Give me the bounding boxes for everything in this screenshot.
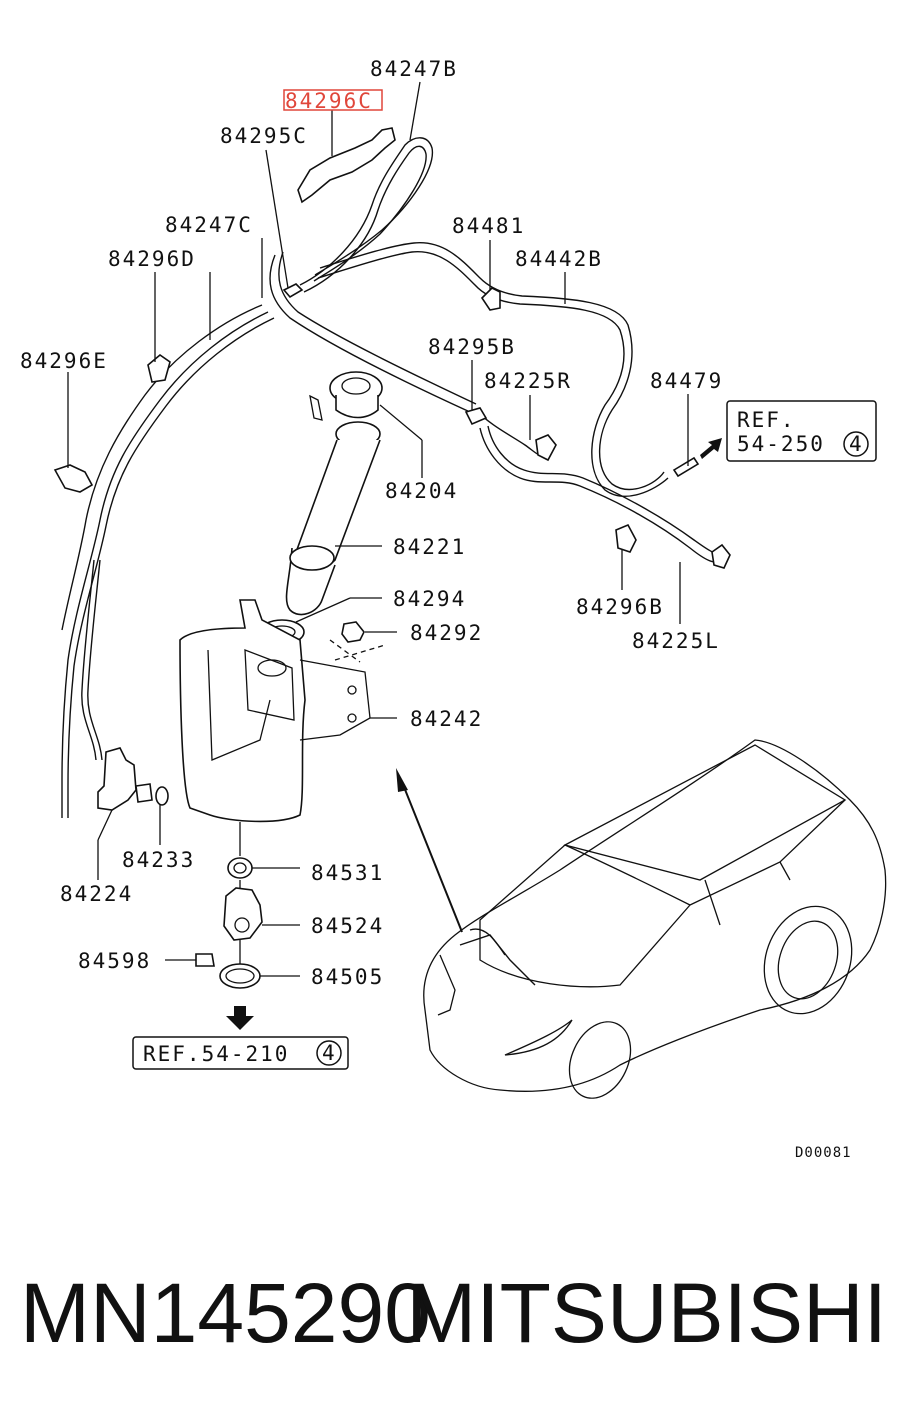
label-84294: 84294 <box>393 587 466 611</box>
ref-right-circle: 4 <box>849 432 862 456</box>
ref-right-line1: REF. <box>737 408 796 432</box>
ref-box-bottom: REF.54-210 4 <box>132 1036 349 1070</box>
clips <box>53 127 731 569</box>
label-84524: 84524 <box>311 914 384 938</box>
label-84531: 84531 <box>311 861 384 885</box>
diagram-code: D00081 <box>795 1145 852 1161</box>
label-84598: 84598 <box>78 949 151 973</box>
label-84296B: 84296B <box>576 595 664 619</box>
label-84225R: 84225R <box>484 369 572 393</box>
car-illustration <box>396 739 887 1099</box>
tank-assembly <box>97 371 383 1030</box>
ref-bottom-circle: 4 <box>322 1041 335 1065</box>
label-84296D: 84296D <box>108 247 196 271</box>
brand-name: MITSUBISHI <box>406 1266 887 1360</box>
ref-box-right: REF. 54-250 4 <box>726 400 877 462</box>
label-84247C: 84247C <box>165 213 253 237</box>
label-84505: 84505 <box>311 965 384 989</box>
leader-lines <box>67 81 689 977</box>
label-84481: 84481 <box>452 214 525 238</box>
label-84233: 84233 <box>122 848 195 872</box>
label-84204: 84204 <box>385 479 458 503</box>
label-84242: 84242 <box>410 707 483 731</box>
label-84442B: 84442B <box>515 247 603 271</box>
label-84296C: 84296C <box>285 89 373 113</box>
label-84295B: 84295B <box>428 335 516 359</box>
label-84479: 84479 <box>650 369 723 393</box>
label-84295C: 84295C <box>220 124 308 148</box>
part-labels: 84247B 84296C 84295C 84247C 84296D 84296… <box>20 57 723 989</box>
ref-bottom-text: REF.54-210 <box>143 1042 289 1066</box>
label-84221: 84221 <box>393 535 466 559</box>
ref-right-line2: 54-250 <box>737 432 825 456</box>
footer: MN145290 MITSUBISHI <box>0 1265 909 1375</box>
label-84247B: 84247B <box>370 57 458 81</box>
label-84224: 84224 <box>60 882 133 906</box>
label-84292: 84292 <box>410 621 483 645</box>
washer-parts-diagram: 84247B 84296C 84295C 84247C 84296D 84296… <box>20 57 887 1161</box>
part-number: MN145290 <box>20 1266 431 1360</box>
label-84225L: 84225L <box>632 629 720 653</box>
washer-hoses <box>61 137 723 818</box>
highlight-box <box>283 89 383 111</box>
label-84296E: 84296E <box>20 349 108 373</box>
